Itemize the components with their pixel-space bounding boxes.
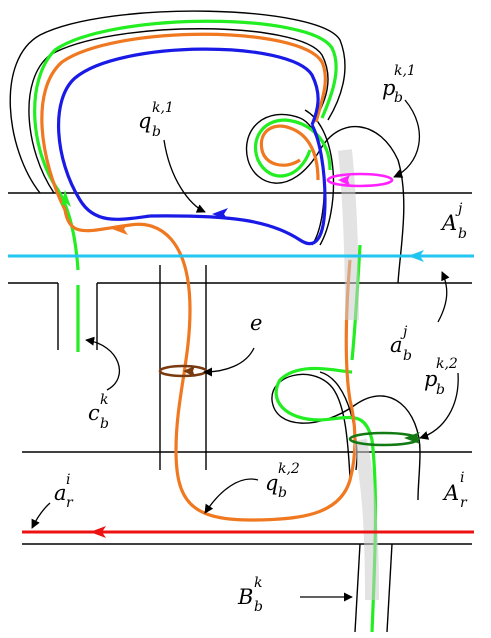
horizontal-lines [8, 192, 472, 545]
svg-text:k,2: k,2 [278, 461, 300, 477]
magenta-loop [326, 172, 394, 188]
red-line [22, 526, 474, 538]
svg-text:a: a [390, 333, 403, 357]
label-p-b-k2: p b k,2 [424, 356, 458, 398]
b-tube [354, 543, 393, 633]
svg-text:b: b [394, 90, 403, 106]
svg-text:A: A [440, 211, 457, 235]
svg-text:c: c [88, 401, 100, 425]
svg-text:q: q [138, 109, 151, 133]
label-a-r-i: a r i [54, 472, 74, 511]
svg-text:k,1: k,1 [152, 100, 174, 116]
blue-arrowhead [212, 208, 228, 220]
faded-tube [338, 149, 379, 601]
svg-text:a: a [54, 481, 67, 505]
svg-text:r: r [460, 495, 468, 511]
svg-text:e: e [250, 311, 262, 335]
green-curve [33, 19, 378, 633]
svg-text:b: b [458, 226, 467, 242]
svg-text:k,1: k,1 [394, 63, 416, 79]
label-a-b-j: a b j [390, 324, 412, 364]
c-tube [57, 283, 98, 350]
svg-text:k: k [100, 392, 108, 408]
svg-text:q: q [265, 471, 278, 495]
svg-text:i: i [66, 472, 70, 488]
label-B-b-k: B b k [237, 575, 263, 615]
pointer-arrows [31, 99, 459, 602]
svg-text:k,2: k,2 [436, 356, 458, 372]
svg-text:b: b [152, 124, 161, 140]
svg-text:B: B [237, 585, 253, 609]
svg-text:i: i [460, 470, 464, 486]
label-p-b-k1: p b k,1 [382, 63, 416, 106]
dark-green-loop [348, 431, 420, 447]
svg-text:j: j [455, 201, 463, 217]
svg-text:b: b [436, 382, 445, 398]
label-c-b-k: c b k [88, 392, 109, 432]
outer-tube [9, 10, 346, 194]
green-arrowhead [61, 190, 71, 207]
svg-text:b: b [403, 348, 412, 364]
svg-text:b: b [254, 599, 263, 615]
label-A-r-i: A r i [442, 470, 468, 511]
svg-text:b: b [100, 416, 109, 432]
orange-arrowhead [112, 224, 128, 235]
svg-text:k: k [254, 575, 262, 591]
svg-text:A: A [442, 481, 459, 505]
blue-curve [57, 47, 327, 246]
orange-curve [40, 32, 357, 522]
label-e: e [250, 311, 262, 335]
label-A-b-j: A b j [440, 201, 467, 242]
svg-text:r: r [66, 495, 74, 511]
cyan-line [8, 250, 474, 262]
lower-knot-tube [271, 371, 421, 501]
svg-text:b: b [278, 485, 287, 501]
svg-text:j: j [400, 324, 408, 340]
label-q-b-k2: q b k,2 [265, 461, 300, 501]
label-q-b-k1: q b k,1 [138, 100, 174, 140]
svg-text:p: p [382, 76, 395, 100]
svg-text:p: p [424, 367, 437, 391]
